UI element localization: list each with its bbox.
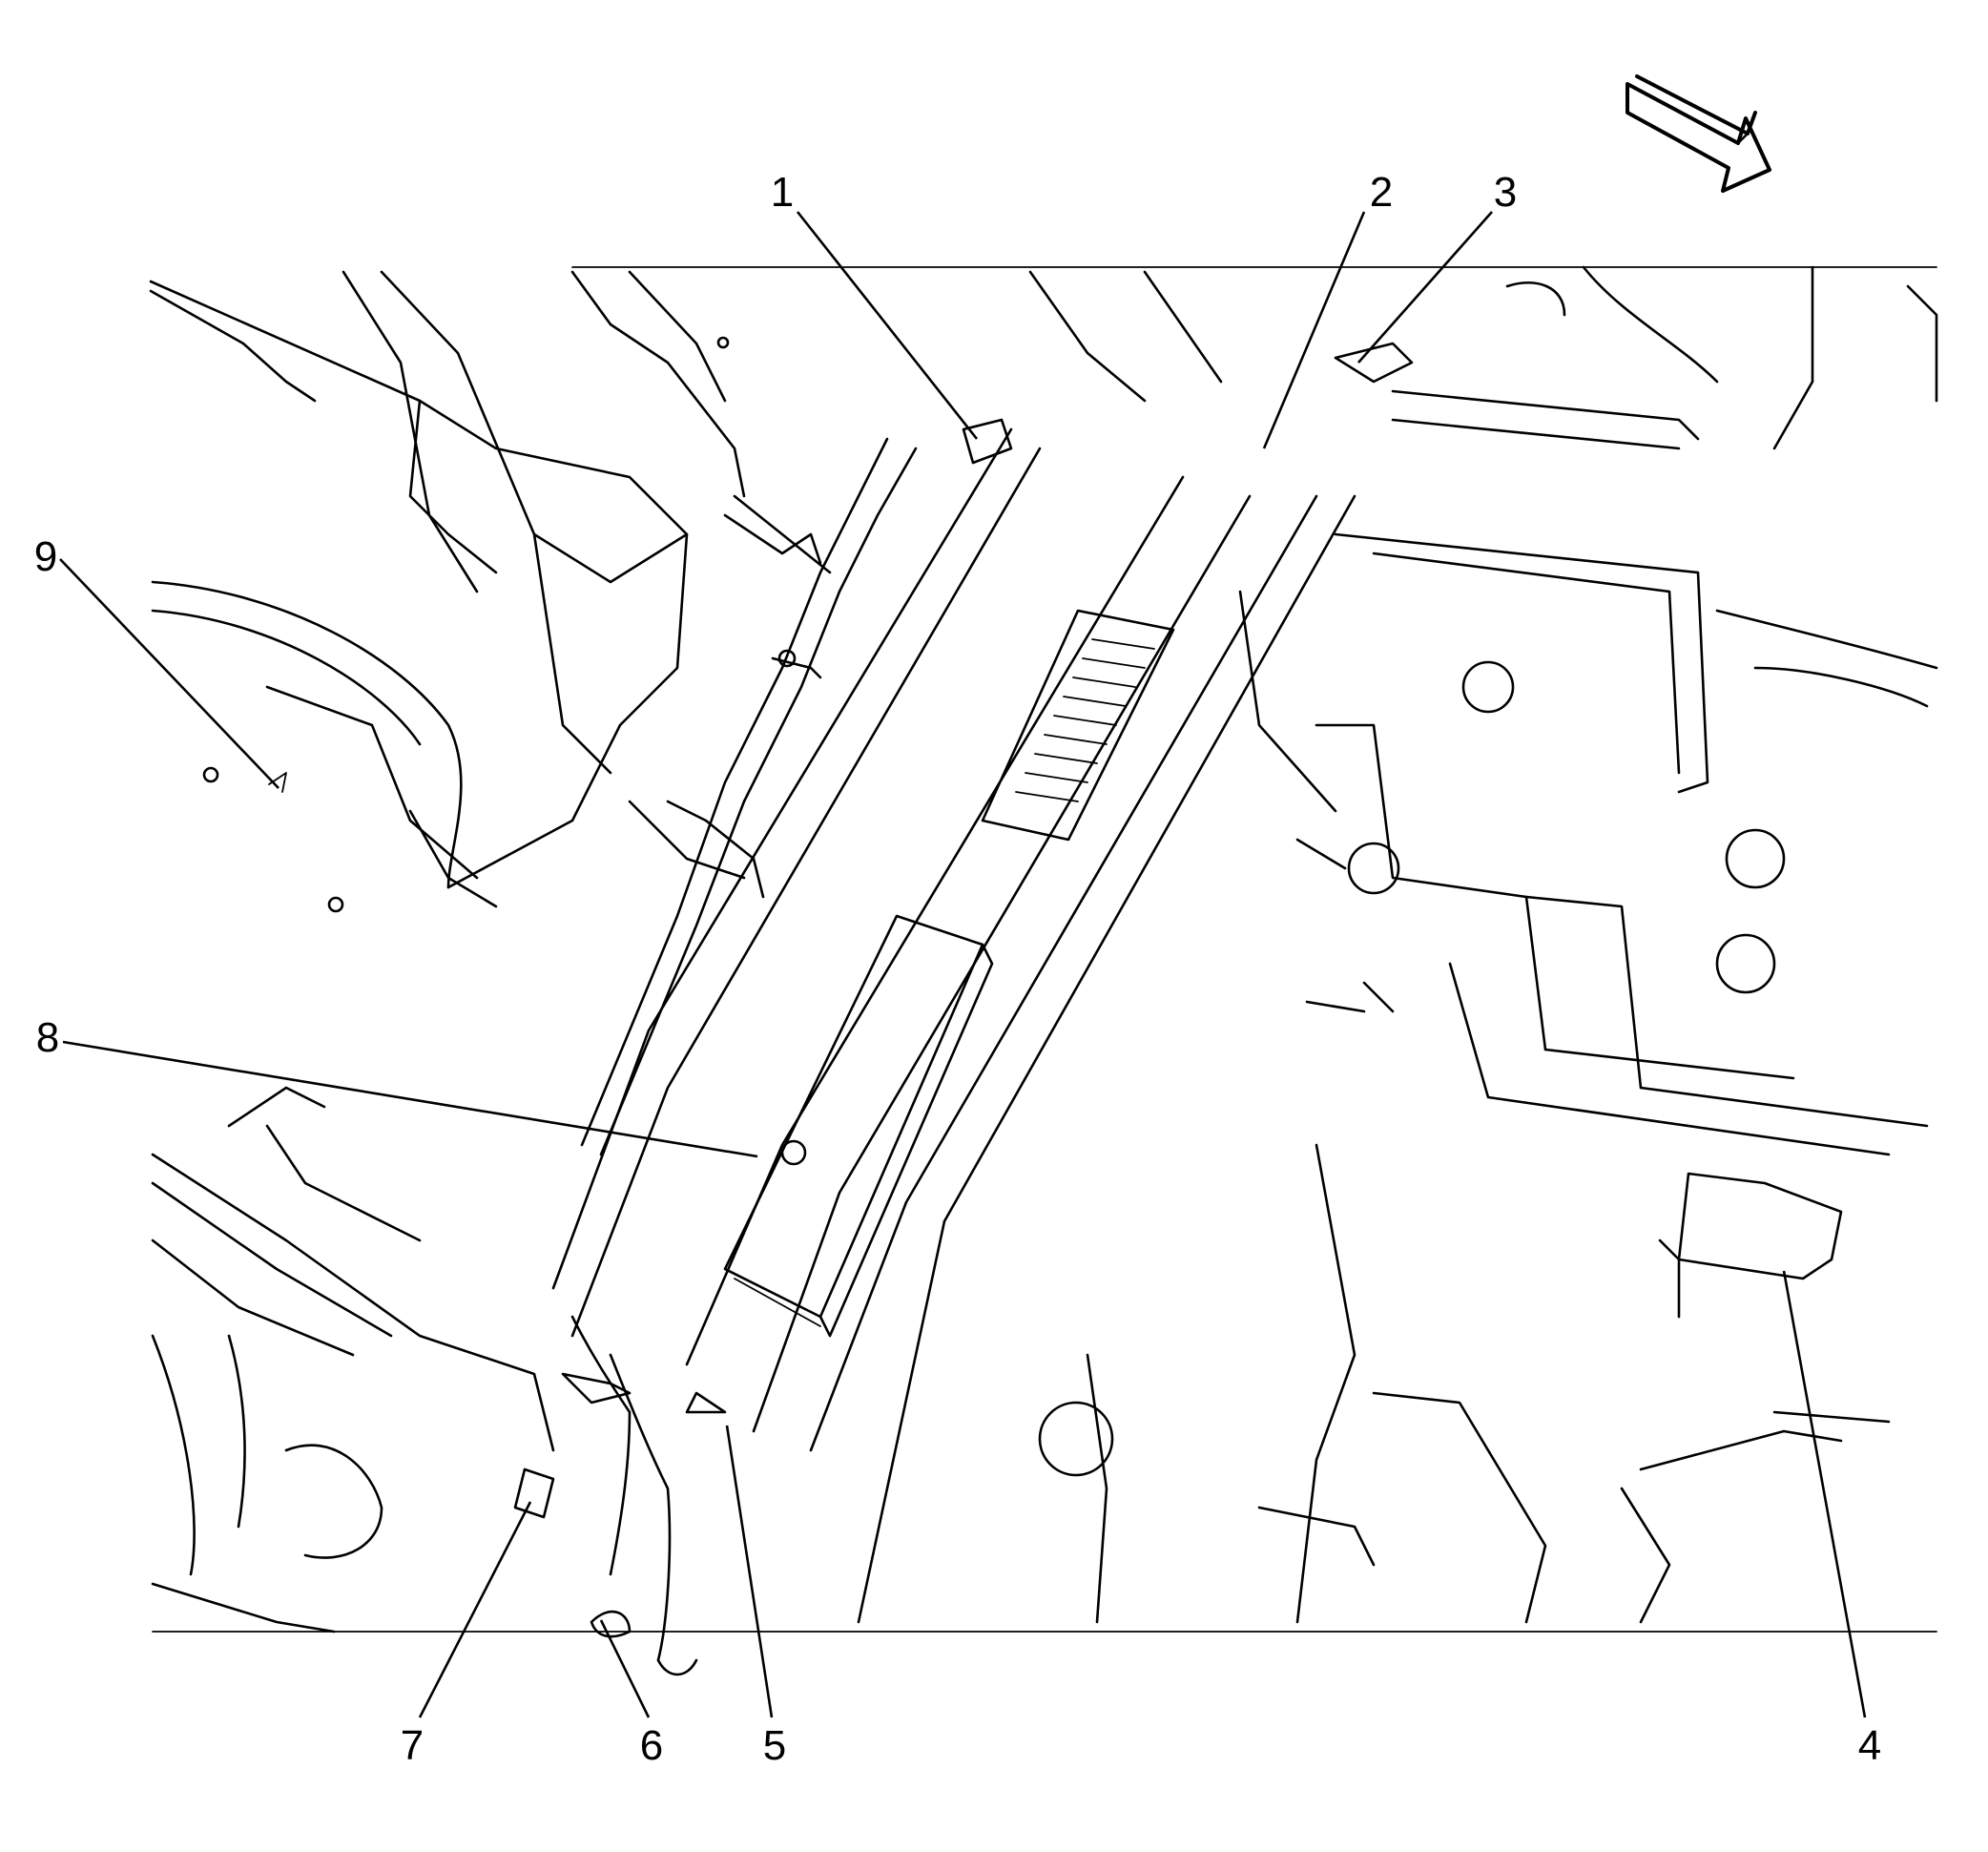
callout-6: 6	[640, 1722, 663, 1769]
callout-4: 4	[1858, 1722, 1881, 1769]
leader-line-7	[418, 1501, 532, 1718]
leader-lines	[59, 211, 1867, 1718]
callout-5: 5	[763, 1722, 786, 1769]
callout-7: 7	[401, 1722, 424, 1769]
leader-line-8	[62, 1040, 758, 1158]
callout-2: 2	[1370, 169, 1393, 216]
underbody-artwork	[149, 265, 1938, 1676]
direction-arrow-icon	[1626, 74, 1771, 193]
leader-line-3	[1357, 211, 1493, 364]
callout-8: 8	[36, 1014, 59, 1061]
callout-3: 3	[1494, 169, 1517, 216]
leader-line-4	[1782, 1270, 1867, 1718]
leader-line-9	[59, 558, 280, 789]
callout-1: 1	[771, 169, 794, 216]
leader-line-5	[725, 1425, 774, 1718]
leader-line-1	[796, 211, 979, 440]
callout-9: 9	[34, 533, 57, 580]
leader-line-2	[1262, 211, 1366, 449]
callout-numbers: 1 2 3 4 5 6 7 8 9	[34, 169, 1881, 1769]
leader-line-6	[599, 1619, 651, 1718]
